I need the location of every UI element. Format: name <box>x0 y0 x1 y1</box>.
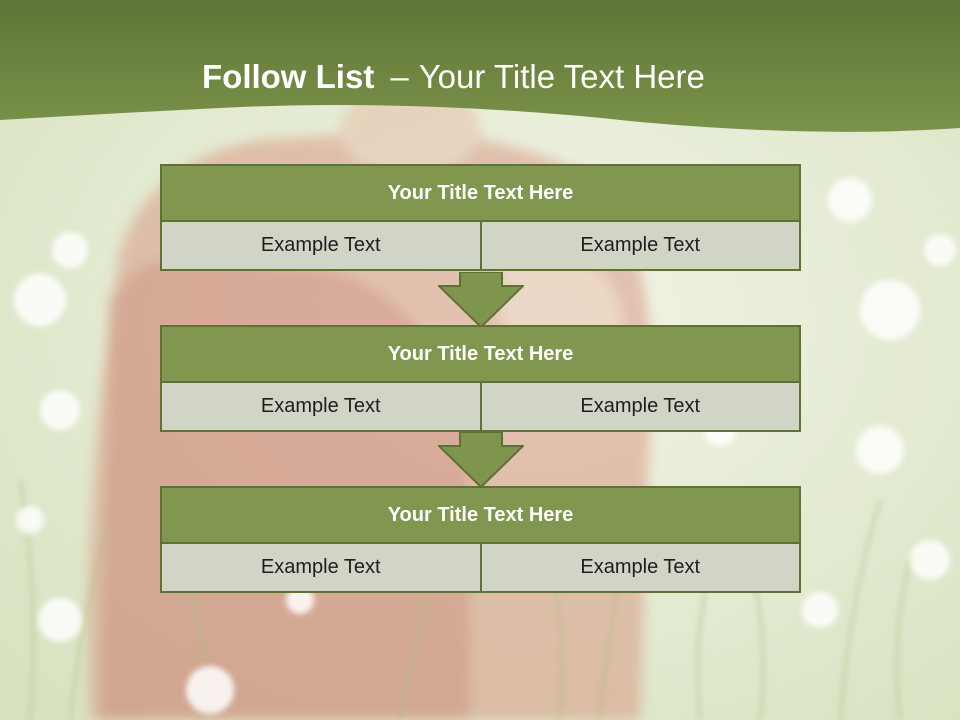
block-cell-right: Example Text <box>481 544 801 593</box>
list-block-1: Your Title Text Here Example Text Exampl… <box>160 164 801 271</box>
slide-title-separator: – <box>390 58 409 95</box>
block-cell-right: Example Text <box>481 222 801 271</box>
block-cell-left: Example Text <box>160 222 482 271</box>
block-cell-left: Example Text <box>160 383 482 432</box>
block-title: Your Title Text Here <box>160 164 801 222</box>
down-arrow-icon <box>438 432 524 488</box>
block-row: Example Text Example Text <box>160 222 801 271</box>
list-block-2: Your Title Text Here Example Text Exampl… <box>160 325 801 432</box>
down-arrow-icon <box>438 272 524 328</box>
slide-title: Follow List – Your Title Text Here <box>202 52 705 102</box>
block-row: Example Text Example Text <box>160 383 801 432</box>
block-cell-right: Example Text <box>481 383 801 432</box>
slide-title-bold: Follow List <box>202 58 375 95</box>
block-cell-left: Example Text <box>160 544 482 593</box>
block-title: Your Title Text Here <box>160 325 801 383</box>
slide-title-rest: Your Title Text Here <box>418 58 705 95</box>
list-block-3: Your Title Text Here Example Text Exampl… <box>160 486 801 593</box>
block-title: Your Title Text Here <box>160 486 801 544</box>
header-banner <box>0 0 960 132</box>
block-row: Example Text Example Text <box>160 544 801 593</box>
